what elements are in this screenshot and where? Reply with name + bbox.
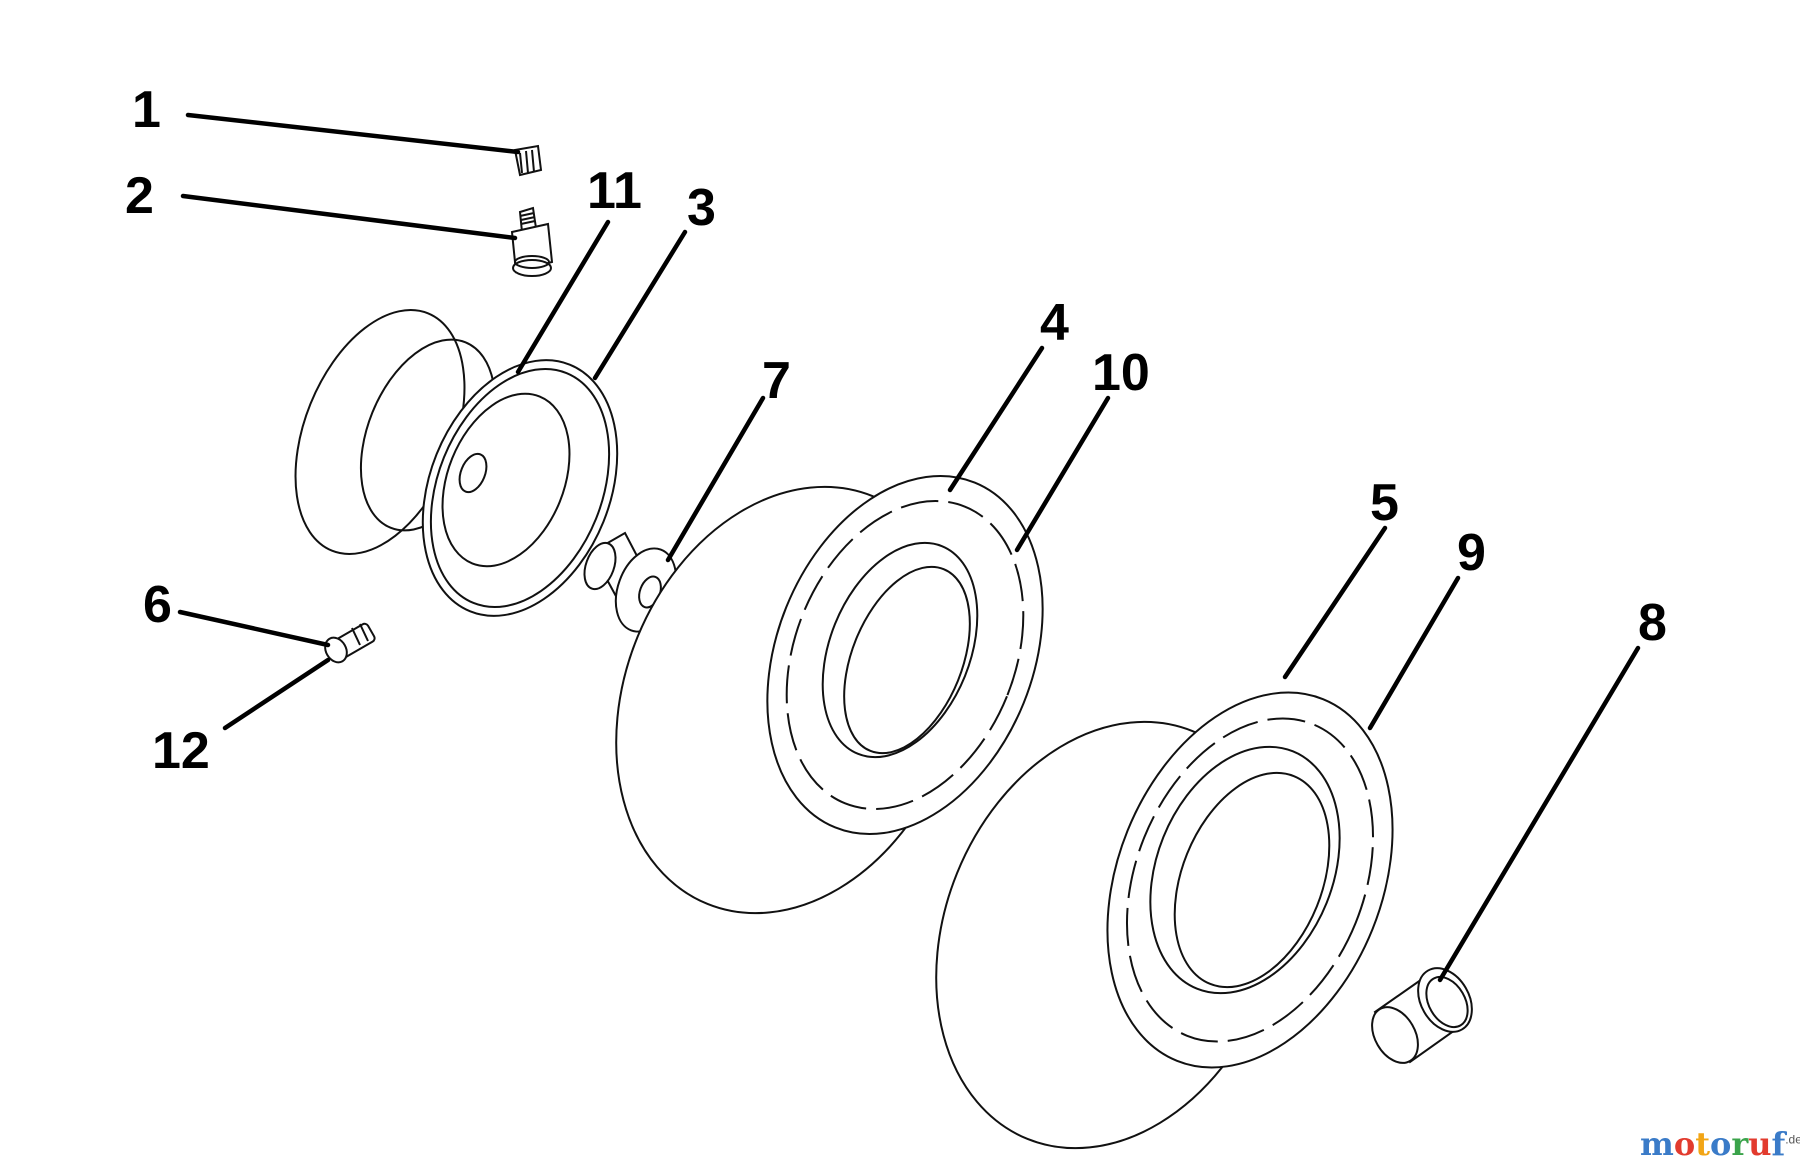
callout-10: 10 [1092,344,1150,402]
callout-1: 1 [132,81,161,139]
grease-fitting-part [324,622,376,664]
leader-10 [1014,395,1111,553]
watermark-letter: m [1640,1125,1674,1163]
callout-12: 12 [152,722,210,780]
watermark-letter: o [1673,1125,1696,1163]
leader-5 [1282,525,1388,680]
valve-stem-part [510,206,554,277]
watermark-letter: r [1731,1125,1749,1163]
wheel-rim-part [294,309,619,617]
callout-11: 11 [587,162,642,220]
rear-tire-part [935,691,1394,1150]
callout-5: 5 [1370,474,1399,532]
watermark-logo: motoruf.de [1640,1125,1800,1163]
leader-4 [947,345,1045,493]
leader-11 [515,219,611,375]
watermark-suffix: .de [1785,1132,1800,1147]
front-tire-part [615,475,1044,915]
callout-4: 4 [1040,294,1069,352]
callout-3: 3 [687,179,716,237]
callout-labels: 1 2 11 3 7 4 10 5 9 8 6 12 [125,81,1667,780]
watermark-letter: u [1748,1125,1772,1163]
leader-7 [665,395,766,563]
leader-2 [180,193,518,241]
callout-9: 9 [1457,524,1486,582]
leader-8 [1437,645,1641,983]
watermark-letter: f [1771,1125,1786,1163]
leader-6 [177,609,331,648]
callout-7: 7 [762,352,791,410]
callout-2: 2 [125,167,154,225]
leader-3 [592,229,688,381]
hub-cap-part [1371,967,1473,1064]
valve-cap-part [513,144,543,177]
callout-6: 6 [143,576,172,634]
callout-8: 8 [1638,594,1667,652]
leader-1 [185,112,521,155]
leader-lines [177,112,1641,983]
watermark-letter: t [1695,1125,1710,1163]
watermark-letter: o [1709,1125,1732,1163]
leader-9 [1367,575,1461,731]
leader-12 [222,657,331,731]
